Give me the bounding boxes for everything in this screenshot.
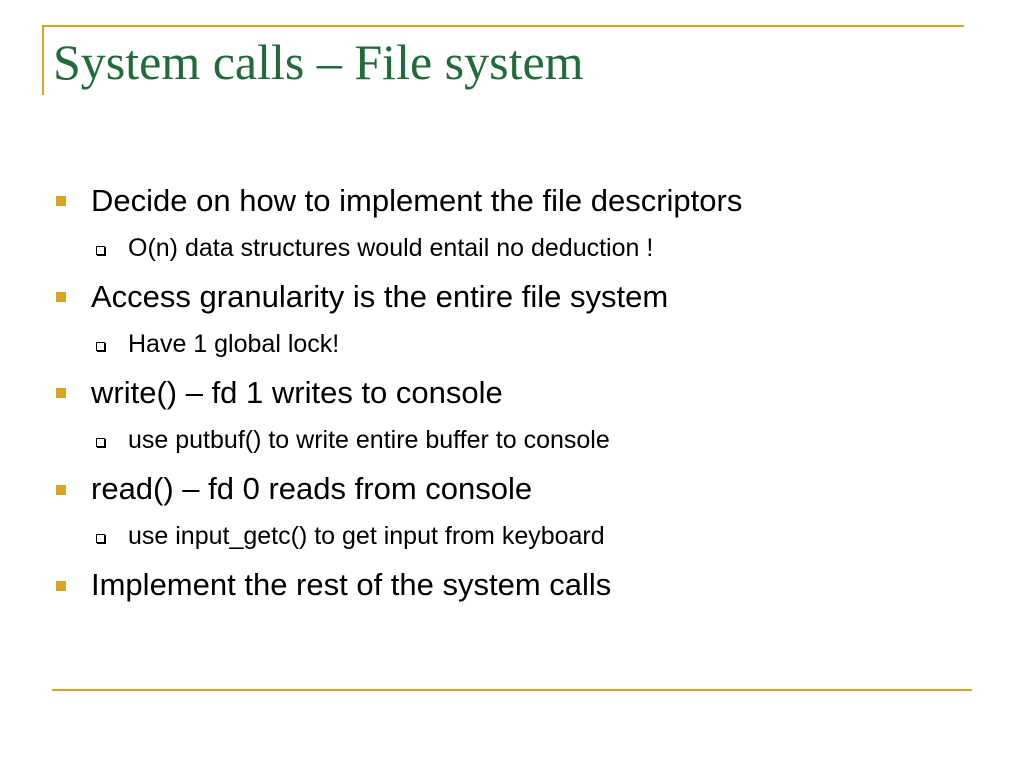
sub-bullet-text: use input_getc() to get input from keybo… (128, 522, 605, 550)
hollow-square-bullet-icon (96, 246, 105, 255)
bullet-text: read() – fd 0 reads from console (91, 471, 533, 506)
sub-bullet-text: O(n) data structures would entail no ded… (128, 234, 654, 262)
hollow-square-bullet-icon (96, 534, 105, 543)
filled-square-bullet-icon (56, 388, 66, 398)
filled-square-bullet-icon (56, 292, 66, 302)
title-rule-left (42, 25, 44, 95)
hollow-square-bullet-icon (96, 342, 105, 351)
title-rule-top (42, 25, 964, 27)
bullet-text: Decide on how to implement the file desc… (91, 183, 743, 218)
filled-square-bullet-icon (56, 581, 66, 591)
sub-bullet-text: use putbuf() to write entire buffer to c… (128, 426, 610, 454)
bullet-text: Implement the rest of the system calls (91, 567, 612, 602)
bullet-text: Access granularity is the entire file sy… (91, 279, 669, 314)
slide-title: System calls – File system (53, 34, 584, 90)
sub-bullet-text: Have 1 global lock! (128, 330, 340, 358)
hollow-square-bullet-icon (96, 438, 105, 447)
filled-square-bullet-icon (56, 196, 66, 206)
bullet-text: write() – fd 1 writes to console (91, 375, 503, 410)
footer-rule (52, 689, 972, 691)
filled-square-bullet-icon (56, 485, 66, 495)
